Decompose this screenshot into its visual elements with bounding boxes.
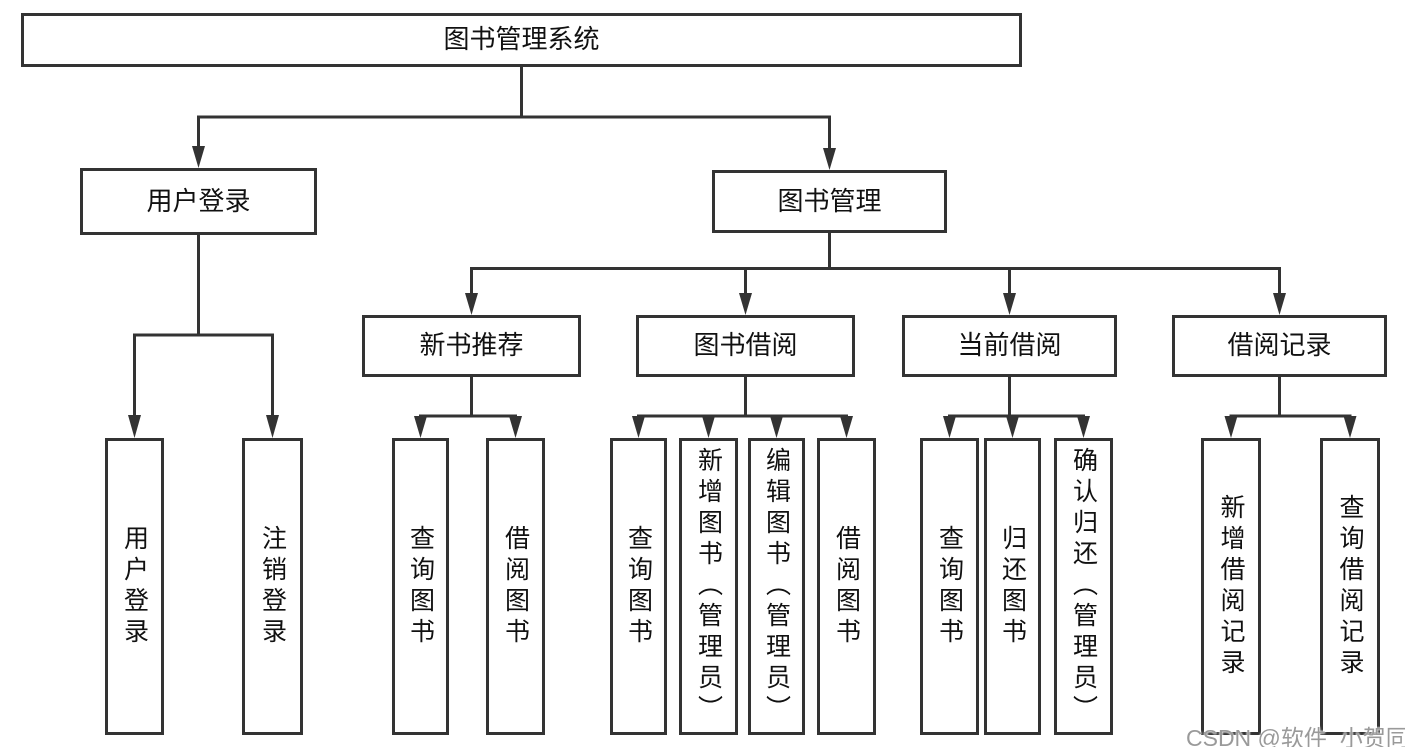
- node-query-books-current: 查询图书: [920, 438, 979, 735]
- node-query-books-recommend: 查询图书: [392, 438, 449, 735]
- node-query-books-borrow: 查询图书: [610, 438, 667, 735]
- node-confirm-return-admin: 确认归还（管理员）: [1054, 438, 1113, 735]
- node-user-login-action: 用户登录: [105, 438, 164, 735]
- node-book-borrow: 图书借阅: [636, 315, 855, 377]
- arrowheads: [128, 146, 1357, 438]
- node-book-management: 图书管理: [712, 170, 947, 233]
- node-add-books-admin: 新增图书（管理员）: [679, 438, 738, 735]
- node-logout-action: 注销登录: [242, 438, 303, 735]
- node-library-management-system: 图书管理系统: [21, 13, 1022, 67]
- node-current-borrow: 当前借阅: [902, 315, 1117, 377]
- node-borrow-books-recommend: 借阅图书: [486, 438, 545, 735]
- node-query-borrow-record: 查询借阅记录: [1320, 438, 1380, 735]
- node-user-login: 用户登录: [80, 168, 317, 235]
- node-new-book-recommend: 新书推荐: [362, 315, 581, 377]
- node-add-borrow-record: 新增借阅记录: [1201, 438, 1261, 735]
- csdn-watermark: CSDN @软件_小贺同学: [1186, 725, 1405, 747]
- node-return-books: 归还图书: [984, 438, 1041, 735]
- node-borrow-records: 借阅记录: [1172, 315, 1387, 377]
- node-edit-books-admin: 编辑图书（管理员）: [748, 438, 805, 735]
- node-borrow-books-borrow: 借阅图书: [817, 438, 876, 735]
